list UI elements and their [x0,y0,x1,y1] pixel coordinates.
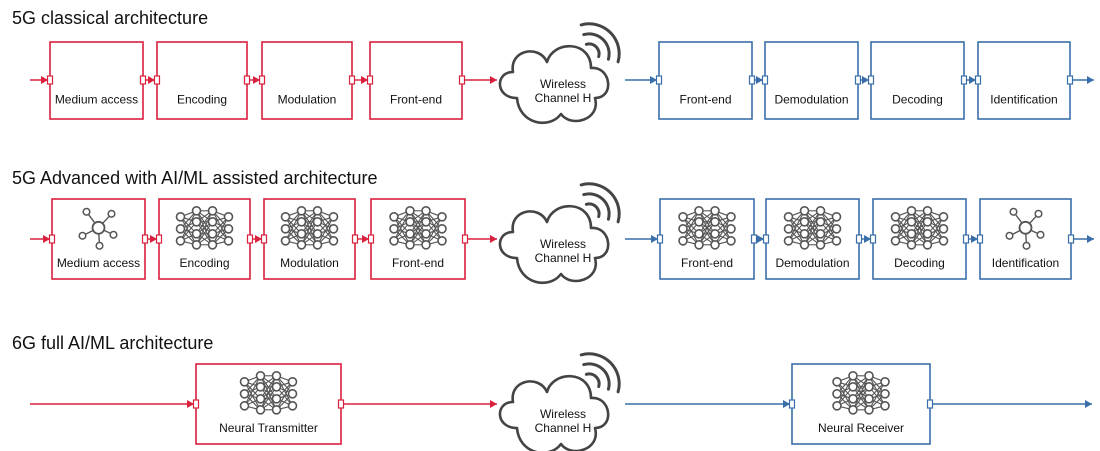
transmitter-block-label: Front-end [392,256,444,270]
transmitter-block: Medium access [49,41,144,120]
receiver-block-label: Front-end [681,256,733,270]
receiver-block: Decoding [870,41,965,120]
transmitter-block: Medium access [51,198,146,280]
channel-label: Wireless [540,77,586,91]
section-title-5g-classical: 5G classical architecture [12,8,209,28]
transmitter-block-label: Encoding [177,93,227,107]
ml-network-icon [78,207,118,250]
transmitter-block-label: Front-end [390,93,442,107]
neural-network-icon [175,206,234,250]
neural-network-icon [890,206,949,250]
receiver-block-label: Demodulation [774,93,848,107]
receiver-block-label: Decoding [892,93,943,107]
signal-waves-icon [579,352,621,394]
receiver-block: Demodulation [765,198,860,280]
channel-label: Channel H [535,91,592,105]
transmitter-block: Modulation [261,41,353,120]
transmitter-block: Encoding [156,41,248,120]
neural-network-icon [389,206,447,250]
transmitter-block-label: Modulation [278,93,337,107]
neural-network-icon [280,206,339,250]
receiver-block-label: Front-end [679,93,731,107]
neural-network-icon [783,206,842,250]
channel-label: Channel H [535,251,592,265]
receiver-block: Identification [977,41,1071,120]
receiver-block-label: Decoding [894,256,945,270]
transmitter-block-label: Encoding [179,256,229,270]
channel-label: Channel H [535,421,592,435]
channel-label: Wireless [540,407,586,421]
transmitter-block-label: Medium access [57,256,140,270]
receiver-block-label: Demodulation [775,256,849,270]
receiver-block: Front-end [658,41,753,120]
receiver-block: Front-end [659,198,755,280]
receiver-block: Identification [979,198,1072,280]
transmitter-block: Encoding [158,198,251,280]
receiver-block: Decoding [872,198,967,280]
neural-network-icon [678,206,736,250]
architecture-row: Medium access Encoding Modulation Front-end… [30,182,1094,285]
transmitter-block: Neural Transmitter [195,363,342,445]
receiver-block-label: Identification [990,93,1057,107]
section-title-6g-full: 6G full AI/ML architecture [12,333,214,353]
transmitter-block-label: Medium access [55,93,138,107]
transmitter-block: Modulation [263,198,356,280]
signal-waves-icon [579,22,621,64]
receiver-block-label: Identification [992,256,1059,270]
receiver-block: Neural Receiver [791,363,931,445]
transmitter-block: Front-end [369,41,463,120]
channel-label: Wireless [540,237,586,251]
neural-network-icon [832,370,890,415]
signal-waves-icon [579,182,621,224]
receiver-block: Demodulation [764,41,859,120]
transmitter-block-label: Modulation [280,256,339,270]
architecture-row: Medium access Encoding Modulation Front-end… [30,22,1094,125]
transmitter-block: Front-end [370,198,466,280]
section-title-5g-advanced: 5G Advanced with AI/ML assisted architec… [12,168,378,188]
ml-network-icon [1005,207,1045,250]
transmitter-block-label: Neural Transmitter [219,421,318,435]
neural-network-icon [239,370,298,415]
receiver-block-label: Neural Receiver [818,421,904,435]
